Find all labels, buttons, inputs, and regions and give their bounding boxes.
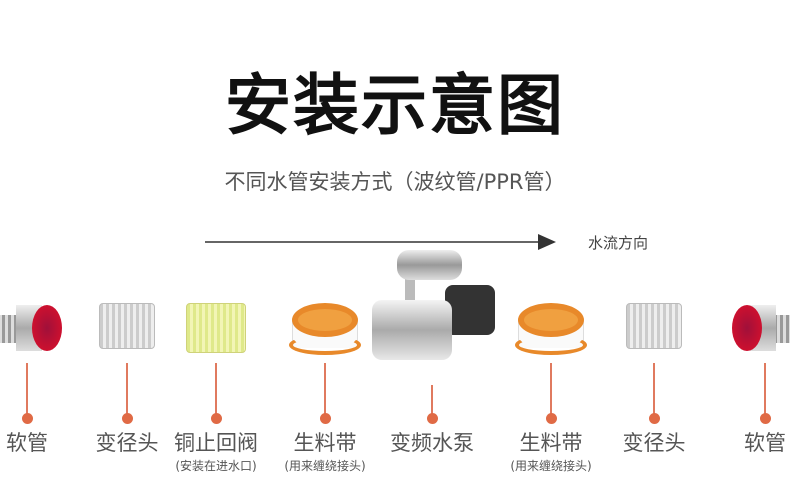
item-check-valve: 铜止回阀 (安装在进水口) xyxy=(156,295,276,475)
water-pump-icon xyxy=(367,245,497,375)
item-note: (用来缠绕接头) xyxy=(284,459,366,473)
page-subtitle: 不同水管安装方式（波纹管/PPR管） xyxy=(224,170,566,194)
item-label: 生料带 xyxy=(519,431,583,455)
item-note: (用来缠绕接头) xyxy=(510,459,592,473)
item-tape-left: 生料带 (用来缠绕接头) xyxy=(265,295,385,475)
flow-direction-label: 水流方向 xyxy=(588,234,649,252)
item-label: 变径头 xyxy=(95,431,159,455)
hose-icon xyxy=(0,303,62,353)
flow-arrow-line xyxy=(205,241,545,243)
item-label: 生料带 xyxy=(293,431,357,455)
item-label: 变频水泵 xyxy=(390,431,474,455)
item-note: (安装在进水口) xyxy=(175,459,257,473)
item-tape-right: 生料带 (用来缠绕接头) xyxy=(491,295,611,475)
reducer-fitting-icon xyxy=(99,303,155,349)
item-hose-right: 软管 xyxy=(705,295,790,475)
hose-icon xyxy=(732,303,790,353)
page-title: 安装示意图 xyxy=(225,67,565,144)
check-valve-icon xyxy=(186,303,246,353)
ptfe-tape-icon xyxy=(289,303,361,357)
ptfe-tape-icon xyxy=(515,303,587,357)
reducer-fitting-icon xyxy=(626,303,682,349)
item-label: 软管 xyxy=(744,431,786,455)
arrow-right-icon xyxy=(538,234,556,250)
item-label: 变径头 xyxy=(622,431,686,455)
item-reducer-left: 变径头 xyxy=(67,295,187,475)
item-label: 软管 xyxy=(6,431,48,455)
item-label: 铜止回阀 xyxy=(174,431,258,455)
item-hose-left: 软管 xyxy=(0,295,87,475)
item-reducer-right: 变径头 xyxy=(594,295,714,475)
item-pump: 变频水泵 xyxy=(372,250,495,475)
